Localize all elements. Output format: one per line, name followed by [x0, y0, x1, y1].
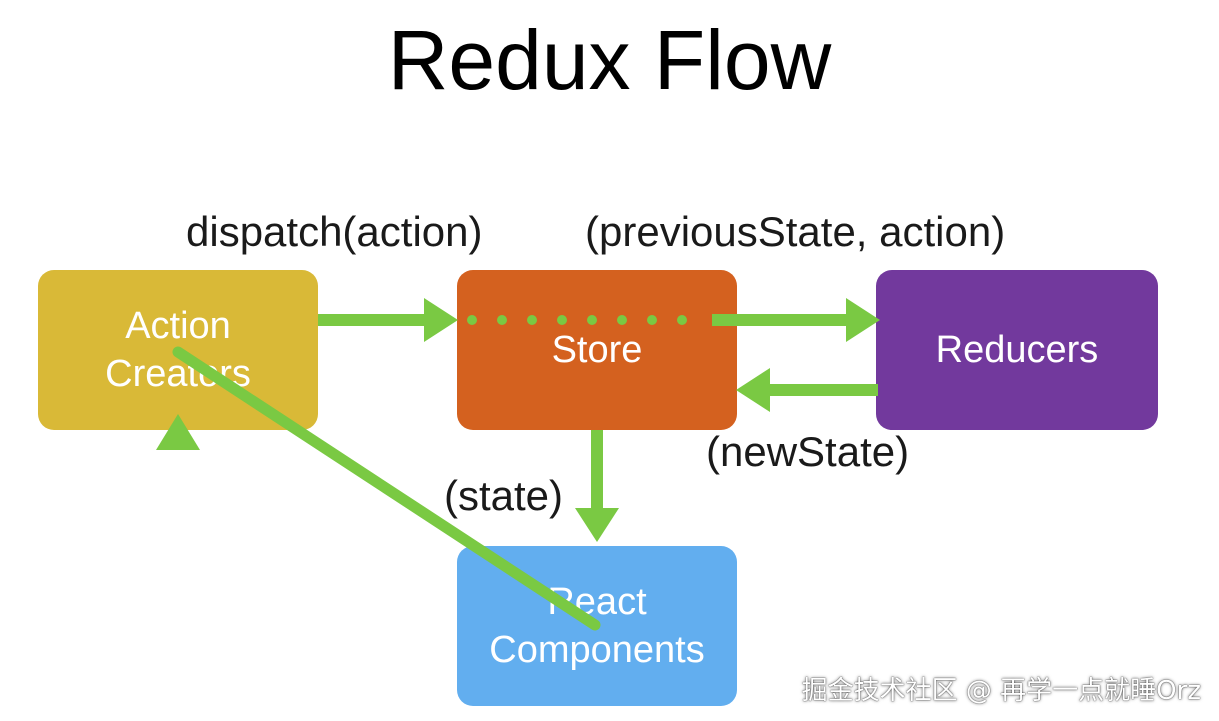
store-label: Store [551, 329, 643, 371]
new-state-arrow [736, 368, 878, 412]
react-components-node: React Components [457, 546, 737, 706]
dispatch-action-label: dispatch(action) [186, 208, 483, 255]
new-state-label: (newState) [706, 428, 910, 475]
react-components-label-line2: Components [489, 629, 705, 671]
diagram-title: Redux Flow [387, 13, 832, 107]
previous-state-arrow [712, 298, 880, 342]
action-creators-label-line2: Creators [105, 353, 251, 395]
state-label: (state) [444, 472, 564, 519]
watermark: 掘金技术社区 @ 再学一点就睡Orz [801, 676, 1201, 706]
action-creators-label-line1: Action [125, 305, 231, 347]
previous-state-action-label: (previousState, action) [585, 208, 1006, 255]
store-node: Store [457, 270, 737, 430]
action-creators-node: Action Creators [38, 270, 318, 430]
react-components-label-line1: React [547, 581, 647, 623]
reducers-node: Reducers [876, 270, 1158, 430]
dispatch-arrow [318, 298, 458, 342]
reducers-label: Reducers [935, 329, 1099, 371]
state-arrow [575, 430, 619, 542]
